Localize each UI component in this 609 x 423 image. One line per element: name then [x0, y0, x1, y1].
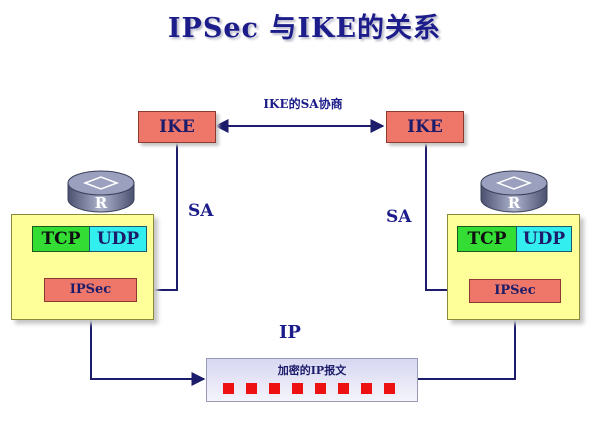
- ipsec-box-right: IPSec: [469, 279, 561, 303]
- router-icon: R: [480, 170, 548, 213]
- encrypted-block: [246, 383, 257, 394]
- ike-box-right: IKE: [386, 111, 464, 143]
- encrypted-block: [223, 383, 234, 394]
- router-letter: R: [95, 194, 108, 212]
- ipsec-box-left: IPSec: [44, 278, 137, 302]
- tcp-box-left: TCP: [32, 226, 90, 252]
- encrypted-block: [315, 383, 326, 394]
- encrypted-block: [269, 383, 280, 394]
- packet-label: 加密的IP报文: [277, 364, 347, 377]
- encrypted-block: [384, 383, 395, 394]
- encrypted-block: [361, 383, 372, 394]
- sa-label-right: SA: [386, 207, 412, 227]
- udp-box-right: UDP: [516, 226, 572, 252]
- left-to-packet-arrow: [90, 303, 206, 386]
- ike-box-left: IKE: [138, 111, 216, 143]
- tcp-box-right: TCP: [457, 226, 517, 252]
- encrypted-packet: 加密的IP报文: [206, 358, 418, 402]
- encrypted-block: [338, 383, 349, 394]
- encrypted-blocks: [223, 383, 403, 395]
- udp-box-left: UDP: [89, 226, 147, 252]
- ike-negotiation-label: IKE的SA协商: [263, 97, 343, 111]
- ip-label: IP: [279, 322, 301, 343]
- encrypted-block: [292, 383, 303, 394]
- page-title: IPSec 与IKE的关系: [167, 13, 442, 44]
- router-letter: R: [508, 194, 521, 212]
- sa-label-left: SA: [188, 201, 214, 221]
- packet-to-right-arrow: [418, 303, 522, 380]
- router-icon: R: [67, 170, 135, 213]
